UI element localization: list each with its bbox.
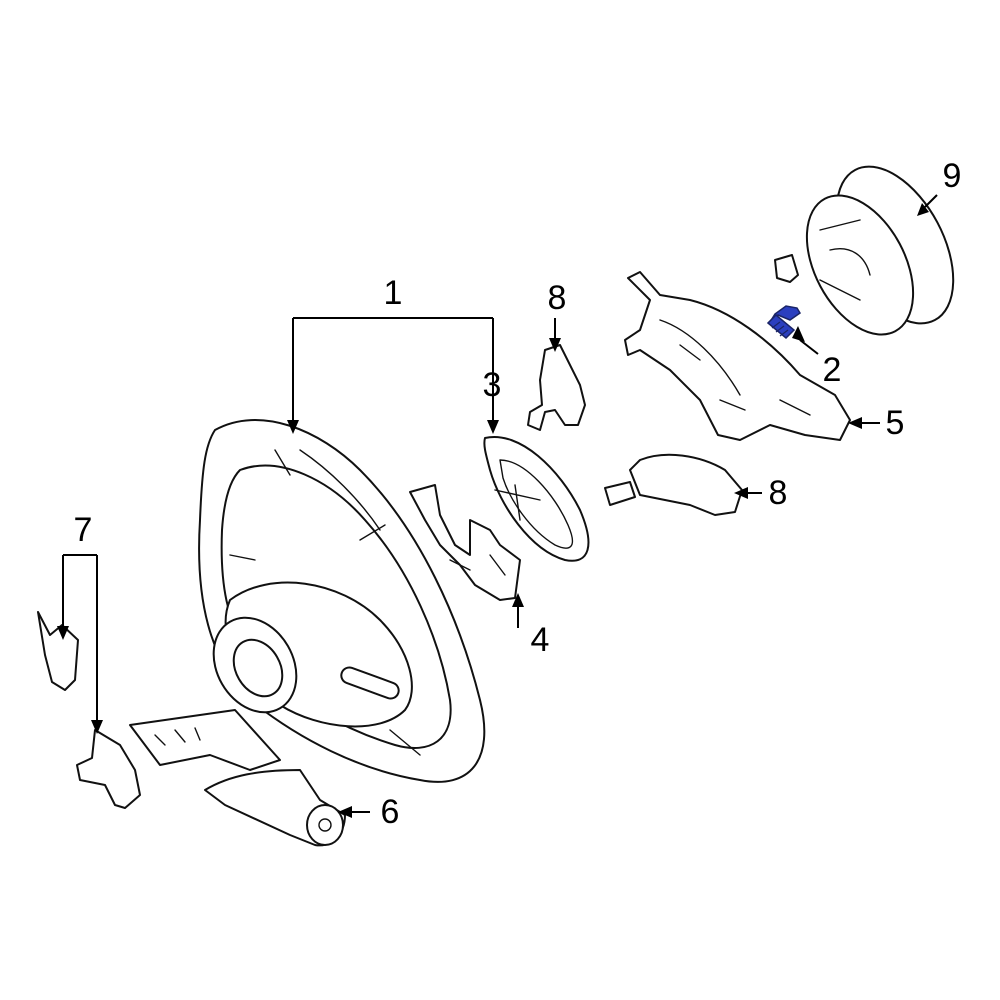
callout-7: 7 [73, 511, 93, 549]
switch-upper-part [527, 344, 586, 431]
paddle-switch-part [37, 611, 141, 809]
arrowheads [57, 203, 929, 818]
callout-3: 3 [482, 366, 502, 404]
rear-cover-part [624, 271, 851, 441]
callout-8-lower: 8 [768, 474, 788, 512]
backing-plate-part [483, 435, 590, 562]
lower-trim-cover-part [129, 709, 346, 847]
callout-2: 2 [822, 351, 842, 389]
callout-5: 5 [885, 404, 905, 442]
switch-lower-part [604, 453, 743, 516]
steering-wheel-part [198, 419, 486, 783]
callout-9: 9 [942, 157, 962, 195]
switch-bracket-part [409, 484, 521, 601]
callout-4: 4 [530, 621, 550, 659]
callout-6: 6 [380, 793, 400, 831]
leader-lines [62, 194, 938, 813]
callout-8-upper: 8 [547, 279, 567, 317]
callout-1: 1 [383, 274, 403, 312]
screw-part [766, 305, 802, 340]
